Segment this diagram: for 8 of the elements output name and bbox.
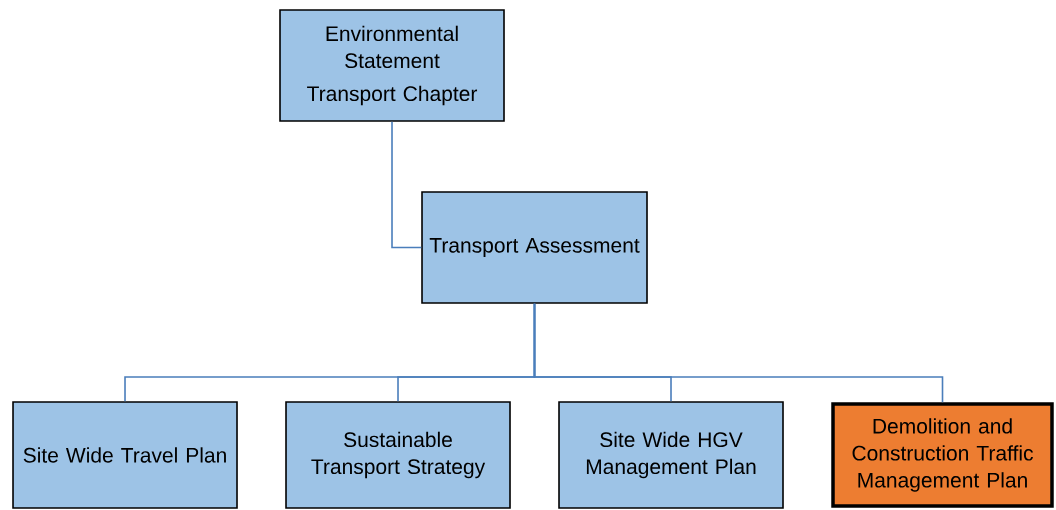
process-box: Site Wide Travel Plan — [12, 401, 238, 509]
process-box: Transport Assessment — [421, 191, 648, 304]
connector-line — [391, 121, 422, 249]
highlighted-box: Demolition and Construction Traffic Management Plan — [831, 402, 1054, 508]
process-box: Site Wide HGV Management Plan — [558, 401, 784, 509]
process-box: Environmental Statement Transport Chapter — [279, 9, 505, 122]
connector-line — [533, 302, 944, 404]
process-box: Sustainable Transport Strategy — [285, 401, 511, 509]
